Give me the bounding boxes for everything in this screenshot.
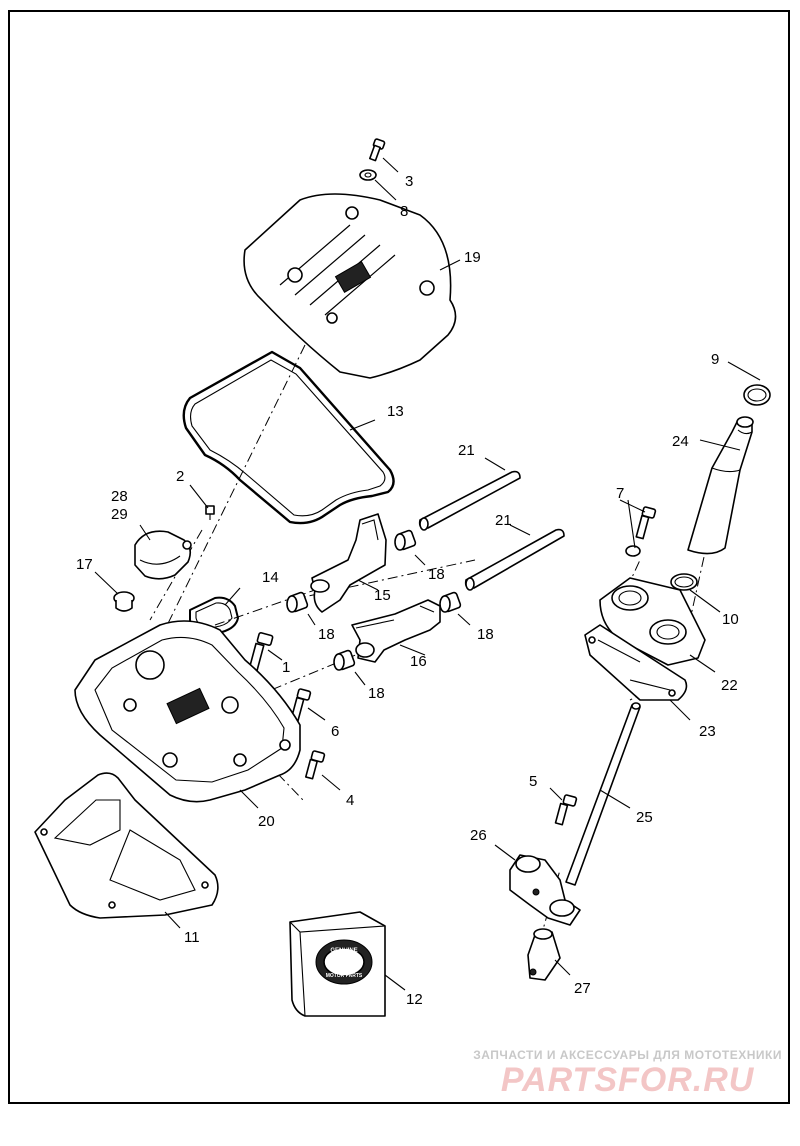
callout-18b: 18 xyxy=(318,626,335,643)
package-logo-top: GENUINE xyxy=(330,948,357,954)
pushrod-cover xyxy=(687,416,754,555)
callout-21a: 21 xyxy=(458,442,475,459)
watermark-brand: PARTSFOR.RU xyxy=(500,1061,755,1099)
callout-12: 12 xyxy=(406,991,423,1008)
cover-screw xyxy=(368,138,386,162)
callout-10: 10 xyxy=(722,611,739,628)
callout-1: 1 xyxy=(282,659,290,676)
callout-8: 8 xyxy=(400,203,408,220)
watermark-tagline: ЗАПЧАСТИ И АКСЕССУАРЫ ДЛЯ МОТОТЕХНИКИ xyxy=(473,1048,782,1062)
callout-13: 13 xyxy=(387,403,404,420)
diagram-frame xyxy=(8,10,790,1104)
rocker-housing xyxy=(74,620,301,803)
callout-14: 14 xyxy=(262,569,279,586)
bolt-5 xyxy=(554,794,578,826)
rocker-shaft-upper xyxy=(418,470,521,531)
callout-22: 22 xyxy=(721,677,738,694)
base-gasket-23 xyxy=(584,624,688,701)
callout-21b: 21 xyxy=(495,512,512,529)
callout-6: 6 xyxy=(331,723,339,740)
cover-washer xyxy=(359,169,377,181)
callout-2: 2 xyxy=(176,468,184,485)
rocker-shaft-lower xyxy=(464,528,565,591)
parts-package: GENUINE MOTOR PARTS xyxy=(289,911,386,1017)
callout-15: 15 xyxy=(374,587,391,604)
callout-18a: 18 xyxy=(428,566,445,583)
callout-18c: 18 xyxy=(477,626,494,643)
o-ring-10 xyxy=(670,573,698,591)
callout-7: 7 xyxy=(616,485,624,502)
o-ring-9 xyxy=(743,384,771,406)
callout-25: 25 xyxy=(636,809,653,826)
bushings xyxy=(286,529,462,671)
breather-cover xyxy=(134,530,192,580)
bolt-7 xyxy=(625,506,657,557)
callout-17: 17 xyxy=(76,556,93,573)
callout-4: 4 xyxy=(346,792,354,809)
cover-gasket xyxy=(182,350,395,525)
callout-9: 9 xyxy=(711,351,719,368)
callout-27: 27 xyxy=(574,980,591,997)
hydraulic-lifter xyxy=(527,928,561,981)
callout-19: 19 xyxy=(464,249,481,266)
callout-28: 28 xyxy=(111,488,128,505)
package-logo-bottom: MOTOR PARTS xyxy=(326,973,363,979)
lifter-guide xyxy=(509,854,581,926)
callout-29: 29 xyxy=(111,506,128,523)
callout-23: 23 xyxy=(699,723,716,740)
breather-screw xyxy=(205,505,215,520)
pushrod xyxy=(565,702,641,886)
callout-20: 20 xyxy=(258,813,275,830)
callout-24: 24 xyxy=(672,433,689,450)
callout-3: 3 xyxy=(405,173,413,190)
rocker-cover xyxy=(243,193,457,379)
watermark: ЗАПЧАСТИ И АКСЕССУАРЫ ДЛЯ МОТОТЕХНИКИ PA… xyxy=(473,1048,782,1098)
callout-numbers: 1 2 3 4 5 6 7 8 9 10 11 12 13 14 15 16 1… xyxy=(76,173,739,1008)
rocker-arm-lower xyxy=(351,599,441,663)
callout-16: 16 xyxy=(410,653,427,670)
callout-5: 5 xyxy=(529,773,537,790)
callout-18d: 18 xyxy=(368,685,385,702)
base-gasket xyxy=(34,772,219,919)
leader-lines xyxy=(94,157,761,991)
callout-26: 26 xyxy=(470,827,487,844)
callout-11: 11 xyxy=(184,929,200,946)
rocker-arm-upper xyxy=(310,513,387,613)
breather-plug xyxy=(113,591,135,612)
bolt-4 xyxy=(304,750,326,780)
